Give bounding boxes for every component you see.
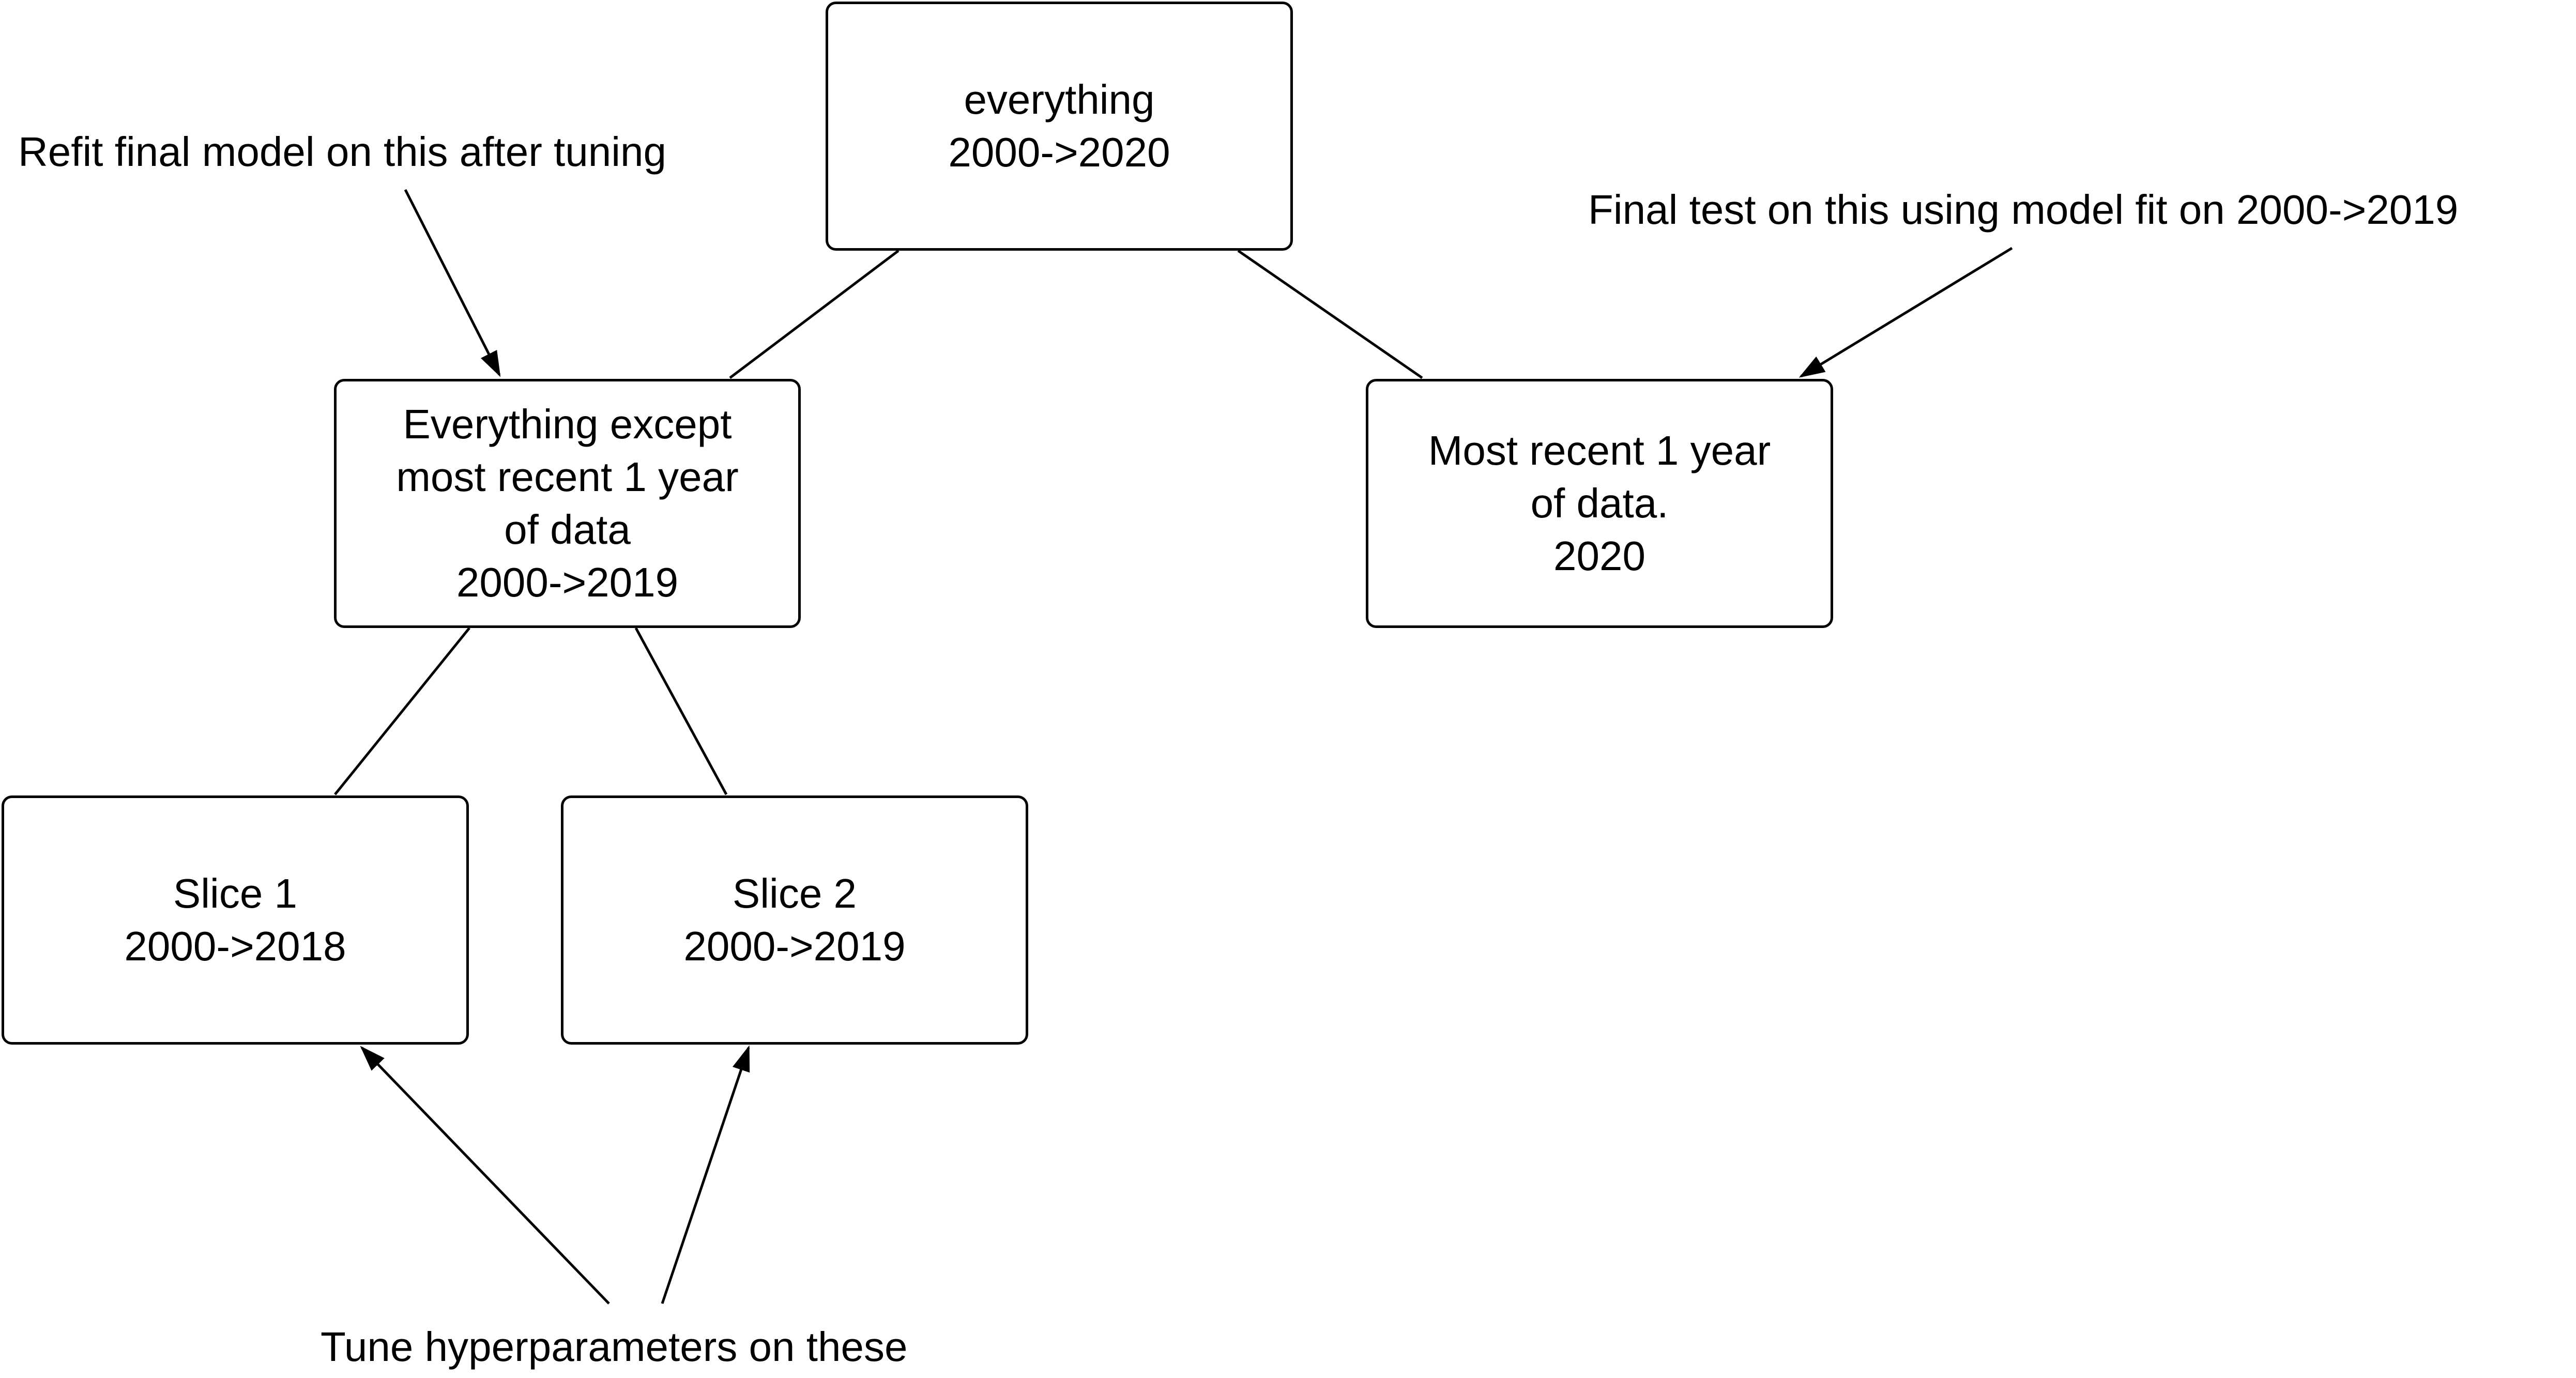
- node-most-recent-year: Most recent 1 year of data. 2020: [1366, 379, 1833, 628]
- node-most-recent-year-line: 2020: [1553, 533, 1645, 579]
- node-slice-1-text: Slice 1 2000->2018: [124, 867, 346, 973]
- arrow-tune-to-slice2: [661, 1045, 750, 1304]
- node-slice-1-line: Slice 1: [173, 870, 298, 916]
- node-slice-1-line: 2000->2018: [124, 923, 346, 969]
- node-everything-line: 2000->2020: [948, 129, 1170, 175]
- node-slice-2: Slice 2 2000->2019: [561, 795, 1028, 1045]
- edge-root-to-train: [729, 250, 900, 379]
- annotation-refit: Refit final model on this after tuning: [18, 129, 667, 175]
- node-slice-2-line: Slice 2: [732, 870, 857, 916]
- annotation-tune: Tune hyperparameters on these: [321, 1324, 908, 1370]
- edge-train-to-slice1: [334, 627, 470, 795]
- node-everything-text: everything 2000->2020: [948, 73, 1170, 179]
- node-slice-2-line: 2000->2019: [683, 923, 906, 969]
- edge-train-to-slice2: [634, 627, 728, 795]
- node-most-recent-year-line: Most recent 1 year: [1428, 427, 1771, 473]
- node-everything: everything 2000->2020: [826, 2, 1293, 251]
- node-everything-except-recent-line: of data: [504, 507, 631, 553]
- node-everything-line: everything: [964, 76, 1155, 123]
- node-slice-1: Slice 1 2000->2018: [2, 795, 469, 1045]
- annotation-final-test: Final test on this using model fit on 20…: [1588, 187, 2459, 233]
- node-slice-2-text: Slice 2 2000->2019: [683, 867, 905, 973]
- arrow-tune-to-slice1: [360, 1046, 610, 1305]
- arrow-final-test-to-test: [1798, 247, 2013, 378]
- node-everything-except-recent-line: 2000->2019: [456, 559, 679, 605]
- edge-root-to-test: [1237, 249, 1423, 379]
- node-everything-except-recent-line: most recent 1 year: [396, 454, 739, 500]
- node-most-recent-year-line: of data.: [1530, 480, 1669, 526]
- arrow-refit-to-train: [404, 189, 501, 377]
- node-everything-except-recent-line: Everything except: [403, 401, 732, 447]
- node-most-recent-year-text: Most recent 1 year of data. 2020: [1428, 424, 1771, 583]
- node-everything-except-recent-text: Everything except most recent 1 year of …: [396, 398, 739, 609]
- node-everything-except-recent: Everything except most recent 1 year of …: [334, 379, 801, 628]
